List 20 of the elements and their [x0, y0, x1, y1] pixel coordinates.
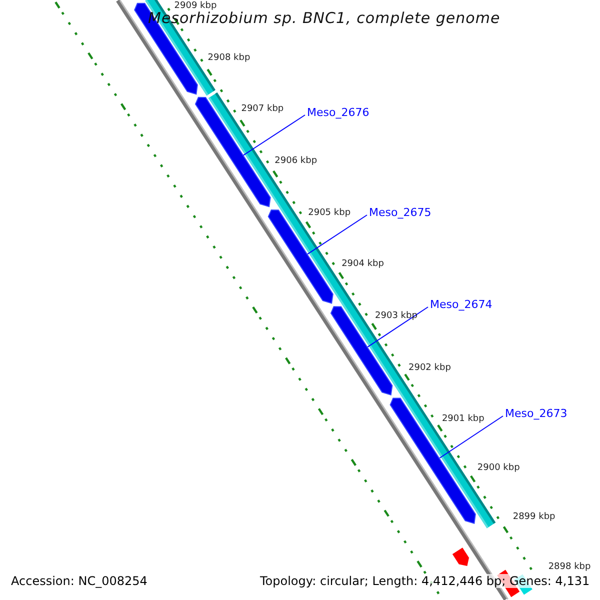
tick-label: 2904 kbp — [342, 259, 384, 270]
gene-feature — [268, 210, 334, 304]
tick-label: 2901 kbp — [442, 414, 484, 424]
genome-info-text: Topology: circular; Length: 4,412,446 bp; Genes: 4,131 — [258, 574, 592, 588]
tick-label: 2909 kbp — [174, 0, 217, 11]
gene-label: Meso_2675 — [369, 206, 432, 219]
leader-line — [439, 416, 504, 458]
tick-label: 2905 kbp — [308, 208, 351, 218]
leader-line — [307, 214, 368, 255]
gene-label: Meso_2676 — [307, 106, 370, 119]
leader-line — [367, 306, 428, 348]
gene-label: Meso_2674 — [430, 298, 492, 311]
accession-text: Accession: NC_008254 — [9, 574, 150, 588]
gene-label: Meso_2673 — [505, 407, 568, 420]
tick-label: 2900 kbp — [477, 463, 520, 474]
tick-label: 2899 kbp — [512, 512, 556, 522]
tick-label: 2902 kbp — [408, 362, 451, 373]
tick-label: 2898 kbp — [548, 562, 591, 572]
leader-line — [243, 114, 306, 156]
tick-label: 2907 kbp — [241, 104, 284, 114]
